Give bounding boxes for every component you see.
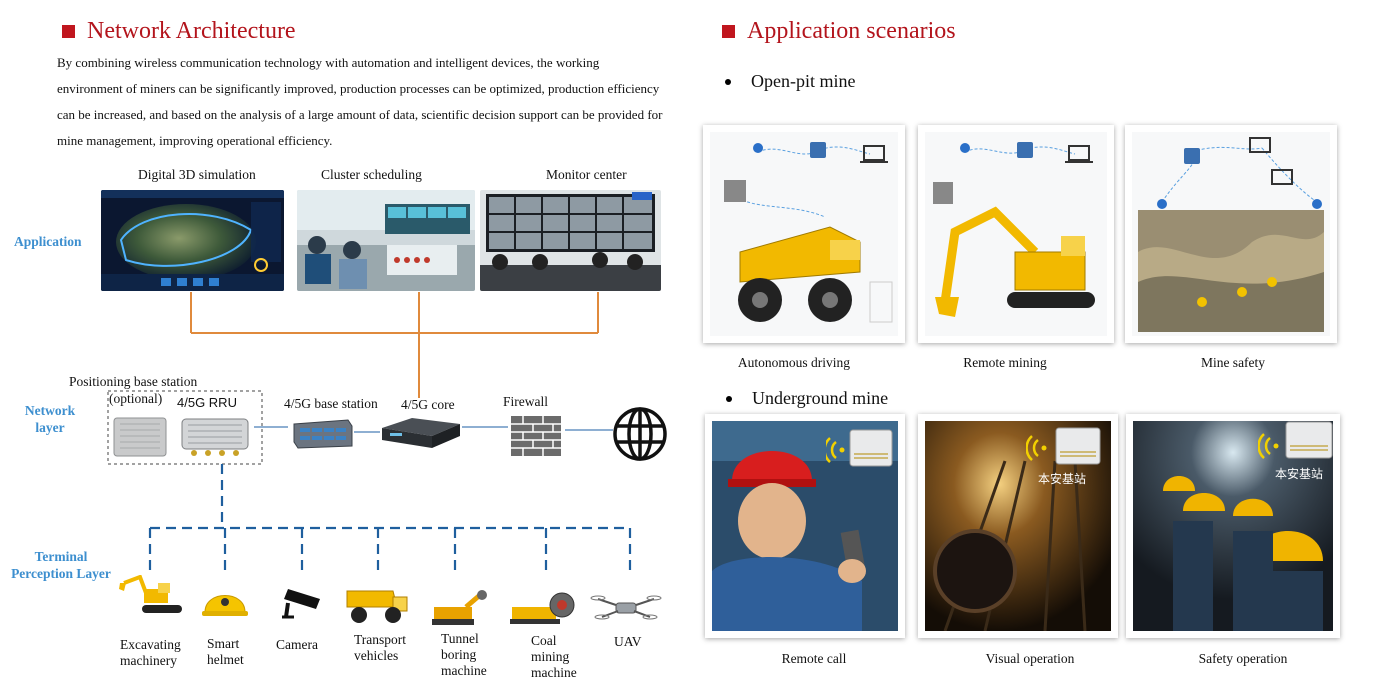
scenarios-title-text: Application scenarios [747, 18, 956, 44]
terminal-label-line: machine [531, 665, 577, 680]
terminal-label-line: boring [441, 647, 477, 662]
terminal-label-tunnel-boring: Tunnel boring machine [441, 631, 501, 679]
remote-mining-card [918, 125, 1114, 343]
base-station-server-icon [290, 416, 354, 450]
terminal-label-helmet: Smart helmet [207, 636, 257, 668]
cluster-scheduling-image [297, 190, 475, 291]
safety-operation-badge-label: 本安基站 [1275, 467, 1324, 481]
bullet-dot-icon [725, 78, 731, 85]
caption-autonomous-driving: Autonomous driving [737, 355, 851, 370]
app-caption-monitor-center: Monitor center [546, 167, 627, 182]
firewall-label: Firewall [503, 394, 548, 409]
terminal-label-transport: Transport vehicles [354, 632, 418, 664]
remote-call-base-station-badge [823, 428, 896, 470]
digital-3d-simulation-image [101, 190, 284, 291]
terminal-label-line: machinery [120, 653, 177, 668]
terminal-label-line: Transport [354, 632, 407, 647]
layer-label-terminal-line2: Perception Layer [11, 566, 111, 581]
terminal-dashed-bus [148, 464, 632, 575]
bullet-dot-icon [726, 395, 732, 402]
positioning-base-station-label: Positioning base station [69, 374, 198, 389]
layer-label-network-line2: layer [35, 420, 65, 435]
terminal-label-line: helmet [207, 652, 244, 667]
terminal-label-line: vehicles [354, 648, 399, 663]
monitor-center-image [480, 190, 661, 291]
safety-operation-photo [1133, 421, 1333, 631]
autonomous-driving-illustration [710, 132, 898, 336]
layer-label-terminal-line1: Terminal [34, 549, 88, 564]
mine-safety-illustration [1132, 132, 1330, 336]
caption-visual-operation: Visual operation [985, 651, 1075, 666]
positioning-base-station-icon [112, 414, 170, 458]
layer-label-terminal: Terminal Perception Layer [4, 548, 118, 582]
terminal-label-uav: UAV [614, 634, 654, 650]
terminal-label-line: machine [441, 663, 487, 678]
application-scenarios-title: Application scenarios [722, 18, 956, 45]
app-caption-cluster-scheduling: Cluster scheduling [321, 167, 422, 182]
red-square-icon [722, 25, 735, 38]
network-architecture-title: Network Architecture [62, 18, 296, 45]
terminal-label-line: Excavating [120, 637, 181, 652]
remote-call-card [705, 414, 905, 638]
terminal-label-excavating: Excavating machinery [120, 637, 196, 669]
caption-remote-mining: Remote mining [963, 355, 1047, 370]
mine-safety-card [1125, 125, 1337, 343]
red-square-icon [62, 25, 75, 38]
transport-vehicle-icon [343, 585, 411, 625]
open-pit-heading: Open-pit mine [725, 71, 855, 92]
intro-paragraph: By combining wireless communication tech… [57, 55, 663, 148]
application-connector [190, 292, 599, 398]
tunnel-boring-machine-icon [430, 589, 490, 627]
uav-drone-icon [590, 591, 662, 623]
terminal-label-line: mining [531, 649, 570, 664]
remote-call-photo [712, 421, 898, 631]
caption-mine-safety: Mine safety [1200, 355, 1266, 370]
underground-heading-text: Underground mine [752, 388, 889, 408]
autonomous-driving-card [703, 125, 905, 343]
rru-device-icon [178, 413, 254, 459]
terminal-label-line: Tunnel [441, 631, 479, 646]
network-title-text: Network Architecture [87, 18, 296, 44]
coal-mining-machine-icon [508, 587, 578, 627]
globe-internet-icon [612, 406, 668, 462]
core-label: 4/5G core [401, 397, 455, 412]
terminal-label-coal-mining: Coal mining machine [531, 633, 591, 681]
layer-label-network-line1: Network [24, 403, 76, 418]
terminal-label-line: Camera [276, 637, 318, 652]
open-pit-heading-text: Open-pit mine [751, 71, 856, 91]
visual-operation-base-station-badge [1025, 426, 1106, 470]
underground-heading: Underground mine [726, 388, 888, 409]
rru-label: 4/5G RRU [177, 395, 237, 410]
base-station-label: 4/5G base station [284, 396, 378, 411]
optional-label: (optional) [109, 391, 163, 406]
terminal-label-camera: Camera [276, 637, 326, 653]
visual-operation-badge-label: 本安基站 [1038, 472, 1087, 486]
camera-icon [280, 583, 324, 619]
app-caption-digital-3d: Digital 3D simulation [138, 167, 256, 182]
safety-operation-base-station-badge [1257, 420, 1338, 464]
firewall-icon [509, 410, 563, 458]
caption-safety-operation: Safety operation [1198, 651, 1288, 666]
terminal-label-line: Smart [207, 636, 240, 651]
layer-label-network: Network layer [18, 402, 82, 436]
terminal-label-line: Coal [531, 633, 557, 648]
excavator-icon [118, 574, 184, 617]
core-network-device-icon [378, 414, 464, 452]
network-links [254, 426, 613, 433]
remote-mining-illustration [925, 132, 1107, 336]
caption-remote-call: Remote call [781, 651, 847, 666]
layer-label-application: Application [14, 234, 82, 249]
safety-operation-card [1126, 414, 1340, 638]
smart-helmet-icon [201, 580, 249, 620]
terminal-label-line: UAV [614, 634, 642, 649]
